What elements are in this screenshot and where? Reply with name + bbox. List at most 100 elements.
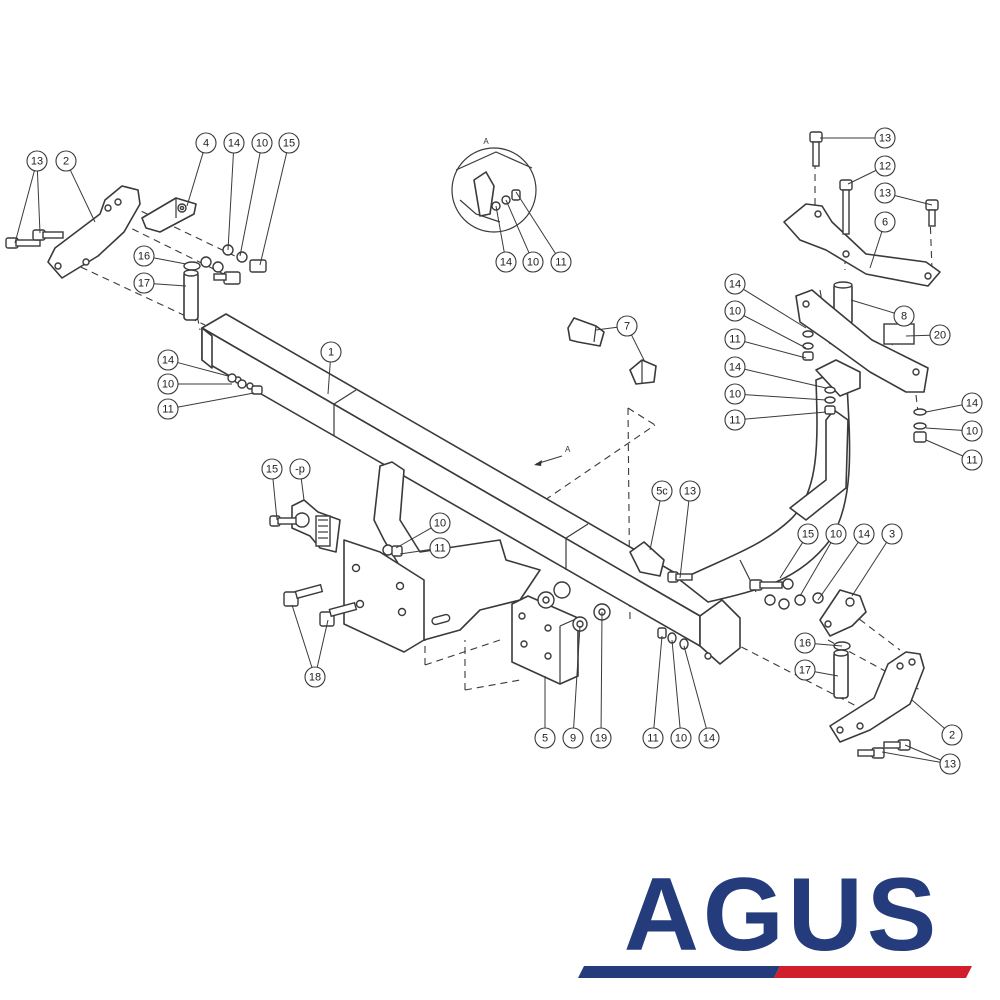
callout-leader-line	[300, 478, 305, 501]
callout-20: 20	[905, 324, 951, 346]
callout-number: 13	[879, 188, 891, 200]
callout-number: 10	[830, 529, 842, 541]
callout-leader-line	[679, 500, 690, 579]
callout-14: 14	[925, 392, 983, 414]
callout-circle	[616, 315, 638, 337]
callout-number: 13	[879, 133, 891, 145]
callout-circle	[157, 349, 179, 371]
callout-leader-line	[649, 500, 661, 551]
callout-12: 12	[847, 155, 896, 185]
callout-leader-line	[399, 548, 431, 555]
callout-number: 8	[901, 311, 907, 323]
callout-number: 10	[162, 379, 174, 391]
callout-leader-line	[36, 170, 41, 234]
callout-circle	[939, 753, 961, 775]
callout-10: 10	[925, 420, 983, 442]
callout-number: 14	[162, 355, 174, 367]
callout-leader-line	[743, 315, 807, 349]
callout-14: 14	[683, 645, 720, 749]
main-cross-beam	[201, 313, 741, 665]
callout-10: 10	[670, 639, 692, 749]
callout-number: 13	[31, 156, 43, 168]
callout-leader-line	[814, 671, 839, 677]
callout-1: 1	[320, 341, 342, 395]
callout-circle	[724, 409, 746, 431]
callout-leader-line	[177, 392, 255, 408]
callout-leader-line	[600, 611, 603, 729]
callout-leader-line	[153, 283, 187, 287]
logo-text: AGUS	[624, 857, 940, 973]
callout-circle	[724, 273, 746, 295]
callout-leader-line	[894, 194, 933, 206]
callout-number: 14	[500, 257, 512, 269]
right-spacer-tube	[833, 649, 849, 699]
callout-leader-line	[653, 635, 663, 729]
callout-leader-line	[153, 257, 187, 265]
callout-10: 10	[157, 373, 232, 395]
callout-leader-line	[904, 744, 941, 761]
callout-number: 9	[570, 733, 576, 745]
socket-plate	[269, 499, 341, 553]
left-spacer-tube	[183, 269, 199, 321]
callout-circle	[320, 341, 342, 363]
callout-leader-line	[631, 334, 646, 363]
right-top-bolts	[809, 131, 939, 235]
callout-leader-line	[925, 404, 963, 413]
callout-number: 14	[729, 362, 741, 374]
callout-16: 16	[794, 632, 843, 654]
callout-circle	[522, 251, 544, 273]
callout-leader-line	[744, 411, 827, 420]
callout-number: 10	[729, 389, 741, 401]
callout-leader-line	[847, 169, 877, 185]
callout-leader-line	[495, 205, 505, 253]
callout-number: 4	[203, 138, 209, 150]
callout-circle	[651, 480, 673, 502]
callout--p: -p	[289, 458, 311, 501]
callout-number: 10	[729, 306, 741, 318]
callout-7: 7	[595, 315, 646, 363]
callout-circle	[251, 132, 273, 154]
callout-leader-line	[327, 361, 331, 395]
callout-leader-line	[814, 643, 843, 647]
callout-leader-line	[272, 478, 278, 521]
beam-end-hardware	[657, 627, 689, 650]
center-hitch-bracket	[343, 461, 541, 653]
callout-circle	[26, 150, 48, 172]
callout-circle	[590, 727, 612, 749]
callout-leader-line	[227, 152, 234, 251]
callout-number: 15	[266, 464, 278, 476]
callout-number: 14	[729, 279, 741, 291]
callout-circle	[797, 523, 819, 545]
callout-leader-line	[869, 231, 883, 269]
callout-number: 16	[138, 251, 150, 263]
callout-number: 17	[799, 665, 811, 677]
callout-number: 10	[527, 257, 539, 269]
callout-circle	[941, 724, 963, 746]
right-bottom-bolts	[857, 739, 911, 759]
callout-circle	[429, 537, 451, 559]
callout-number: 6	[882, 217, 888, 229]
callout-circle	[874, 182, 896, 204]
callout-14: 14	[495, 205, 517, 273]
callout-number: 7	[624, 321, 630, 333]
callout-number: 2	[949, 730, 955, 742]
callout-number: 13	[944, 759, 956, 771]
callout-leader-line	[743, 288, 807, 329]
callout-5c: 5c	[649, 480, 673, 551]
callout-leader-line	[573, 625, 581, 729]
right-lower-bracket	[795, 289, 929, 397]
callout-leader-line	[925, 427, 963, 431]
callout-circle	[874, 155, 896, 177]
callout-circle	[724, 300, 746, 322]
callout-number: 2	[63, 156, 69, 168]
callout-13: 13	[679, 480, 701, 579]
callout-number: 11	[729, 415, 740, 427]
callout-number: 5c	[656, 486, 668, 498]
callout-circle	[794, 659, 816, 681]
callout-circle	[929, 324, 951, 346]
callout-10: 10	[505, 199, 544, 273]
callout-13: 13	[820, 127, 896, 149]
callout-15: 15	[261, 458, 283, 521]
callout-11: 11	[399, 537, 451, 559]
